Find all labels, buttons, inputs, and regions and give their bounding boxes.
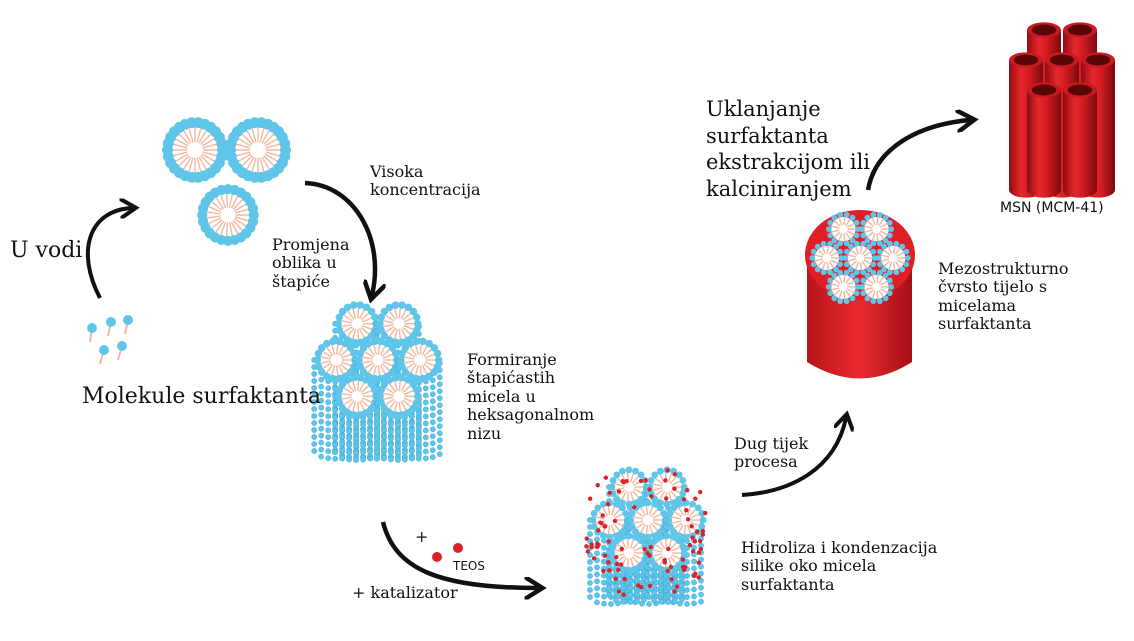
label-msn: MSN (MCM-41) <box>1000 200 1104 216</box>
msn-tube-icon <box>1027 82 1061 197</box>
label-teos: TEOS <box>453 560 485 574</box>
micelle-icon <box>225 117 291 183</box>
label-rod-micelles: Formiranje štapićastih micela u heksagon… <box>467 351 594 443</box>
arrow-removal <box>868 120 970 190</box>
label-high-concentration: Visoka koncentracija <box>370 163 481 200</box>
rod-micelle-array-icon <box>312 301 443 462</box>
arrow-in-water <box>88 208 132 298</box>
mesostructured-solid-icon <box>805 210 915 379</box>
label-removal: Uklanjanje surfaktanta ekstrakcijom ili … <box>706 96 870 203</box>
silica-coated-rod-array-icon <box>584 466 707 606</box>
label-catalyst: + katalizator <box>352 584 458 602</box>
label-shape-change: Promjena oblika u štapiće <box>272 236 350 291</box>
micelle-icon <box>197 184 259 246</box>
label-plus: + <box>415 528 428 546</box>
label-long-process: Dug tijek procesa <box>734 435 808 472</box>
rod-top-icon <box>608 532 649 573</box>
label-hydrolysis: Hidroliza i kondenzacija silike oko mice… <box>741 539 937 594</box>
arrow-teos <box>383 522 538 588</box>
msn-tube-icon <box>1063 82 1097 197</box>
surfactant-molecules-icon <box>87 315 133 364</box>
msn-tubes-icon <box>1009 22 1115 197</box>
label-surfactant-molecules: Molekule surfaktanta <box>82 384 321 409</box>
label-mesostructured: Mezostrukturno čvrsto tijelo s micelama … <box>938 260 1069 334</box>
label-in-water: U vodi <box>10 238 82 263</box>
spherical-micelles-icon <box>162 117 291 246</box>
micelle-icon <box>162 117 228 183</box>
